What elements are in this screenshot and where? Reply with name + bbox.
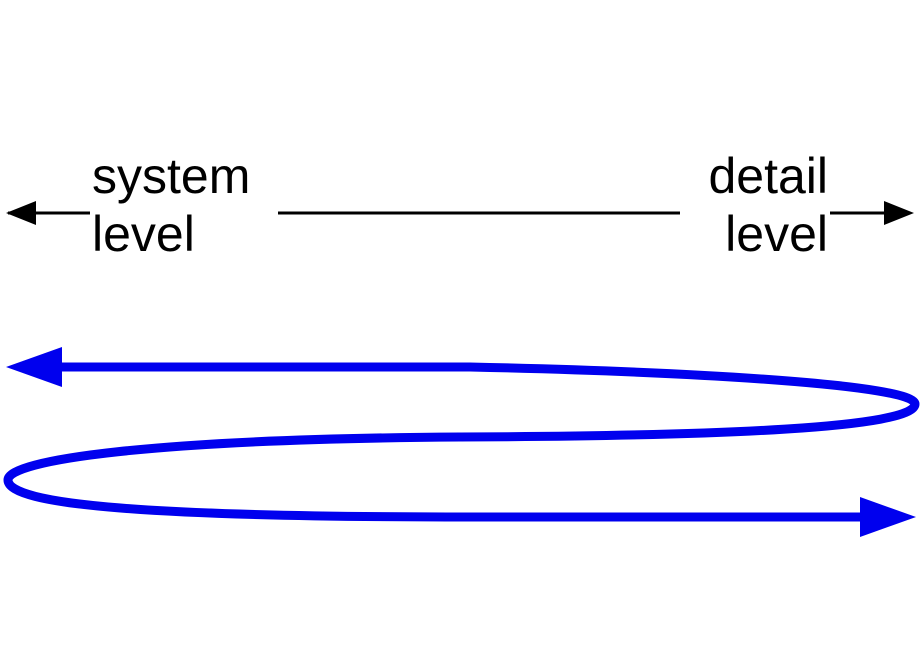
- label-detail-line2: level: [725, 206, 828, 262]
- label-detail-line1: detail: [708, 148, 828, 204]
- label-detail-level: detail level: [708, 147, 828, 263]
- axis-right-arrowhead: [884, 201, 914, 225]
- axis-left-arrowhead: [6, 201, 36, 225]
- label-system-line1: system: [92, 148, 251, 204]
- iteration-loop-path: [3, 362, 920, 522]
- loop-start-arrowhead: [6, 347, 62, 387]
- loop-end-arrowhead: [860, 497, 916, 537]
- label-system-level: system level: [92, 147, 250, 263]
- label-system-line2: level: [92, 206, 195, 262]
